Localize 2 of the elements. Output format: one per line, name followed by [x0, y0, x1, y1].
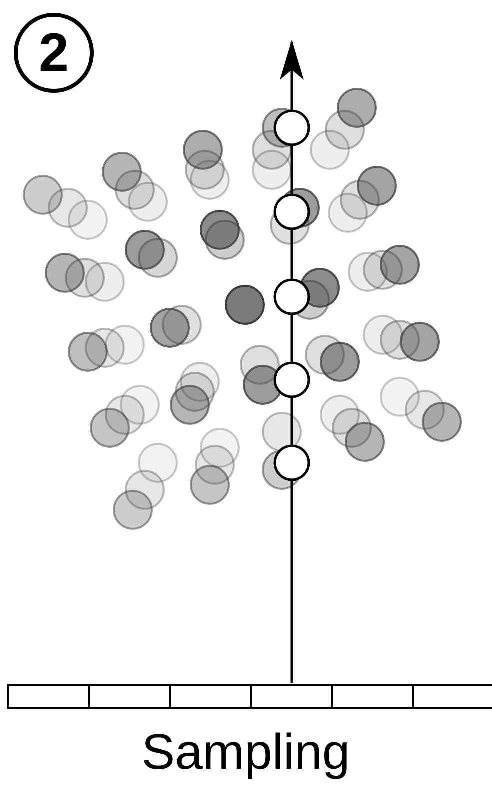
caption: Sampling [140, 725, 352, 780]
step-number: 2 [14, 13, 94, 93]
